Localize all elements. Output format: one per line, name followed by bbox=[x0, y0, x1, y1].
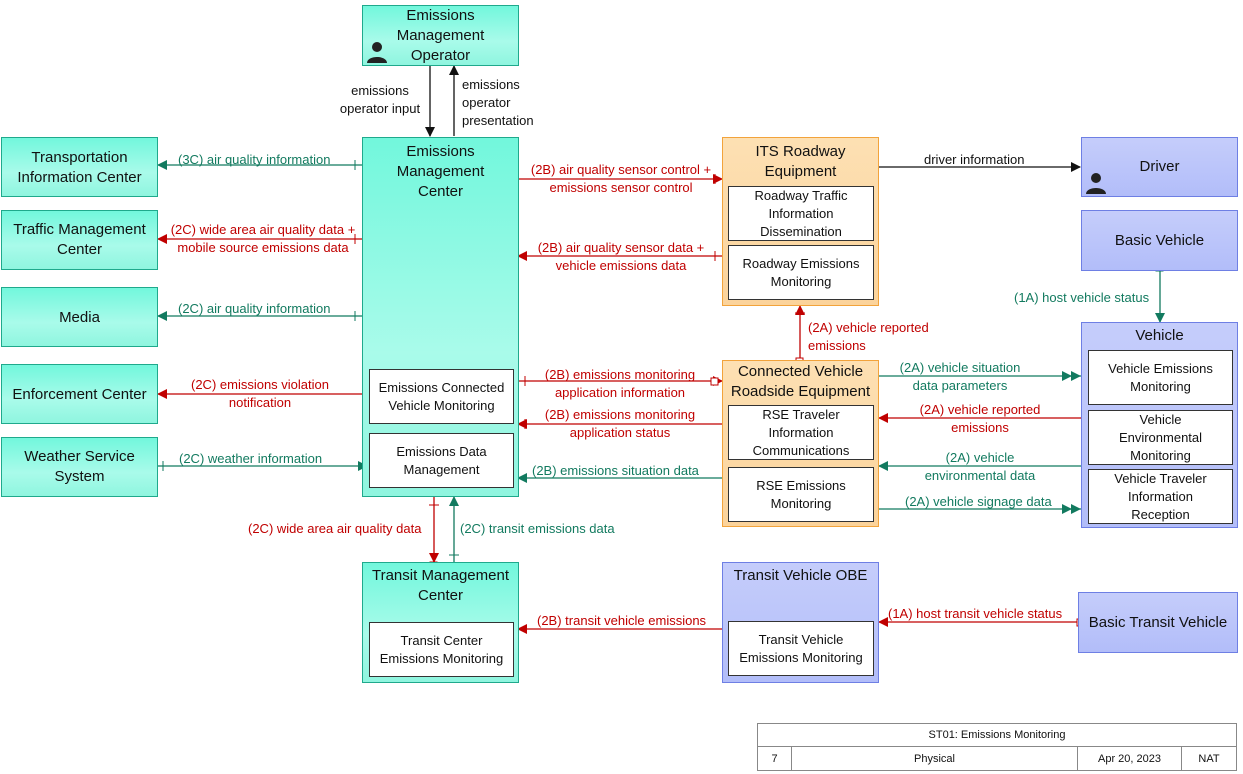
person-icon bbox=[367, 42, 387, 63]
flow-label-transit-vehicle-emissions: (2B) transit vehicle emissions bbox=[537, 613, 707, 628]
flow-label-signage: (2A) vehicle signage data bbox=[905, 494, 1052, 509]
flow-label-line: emissions bbox=[351, 83, 409, 98]
flow-label-line: emissions bbox=[462, 77, 520, 92]
emc-title: Emissions Management Center bbox=[396, 143, 485, 200]
driver-title: Driver bbox=[1139, 158, 1180, 175]
traffic-mc-title: Traffic Management Center bbox=[13, 221, 146, 258]
flow-label-transit-emissions: (2C) transit emissions data bbox=[460, 521, 615, 536]
emissions-operator-title: Emissions Management Operator bbox=[396, 7, 485, 64]
rse-emissions-monitoring[interactable]: RSE Emissions Monitoring bbox=[728, 467, 874, 522]
cv-rse-node[interactable]: Connected Vehicle Roadside Equipment RSE… bbox=[722, 360, 879, 527]
flow-label-line: notification bbox=[228, 395, 292, 410]
transit-center-emissions-monitoring[interactable]: Transit Center Emissions Monitoring bbox=[369, 622, 514, 677]
flow-label-line: (2C) emissions violation bbox=[191, 377, 329, 392]
flow-label-line: operator bbox=[462, 95, 511, 110]
transit-obe-node[interactable]: Transit Vehicle OBE Transit Vehicle Emis… bbox=[722, 562, 879, 683]
enforcement-node[interactable]: Enforcement Center bbox=[1, 364, 158, 424]
emc-node[interactable]: Emissions Management Center Emissions Co… bbox=[362, 137, 519, 497]
vehicle-node[interactable]: Vehicle Vehicle Emissions Monitoring Veh… bbox=[1081, 322, 1238, 528]
roadway-emissions-monitoring[interactable]: Roadway Emissions Monitoring bbox=[728, 245, 874, 300]
enforcement-title: Enforcement Center bbox=[12, 386, 147, 403]
title-block-number: 7 bbox=[758, 747, 792, 770]
title-block-title: ST01: Emissions Monitoring bbox=[758, 724, 1236, 747]
flow-label-monitoring-app-status: (2B) emissions monitoring application st… bbox=[524, 406, 716, 442]
flow-label-aqi-tic: (3C) air quality information bbox=[178, 152, 331, 167]
title-block-view: Physical bbox=[792, 747, 1078, 770]
flow-label-sensor-control: (2B) air quality sensor control + emissi… bbox=[521, 161, 721, 197]
flow-label-line: application information bbox=[554, 385, 686, 400]
transportation-ic-node[interactable]: Transportation Information Center bbox=[1, 137, 158, 197]
its-roadway-title: ITS Roadway Equipment bbox=[755, 143, 846, 180]
flow-label-line: (2A) vehicle reported bbox=[919, 402, 1041, 417]
flow-label-sensor-data: (2B) air quality sensor data + vehicle e… bbox=[521, 239, 721, 275]
flow-label-vehicle-reported: (2A) vehicle reported emissions bbox=[908, 401, 1052, 437]
flow-label-violation: (2C) emissions violation notification bbox=[180, 376, 340, 412]
transit-mc-title: Transit Management Center bbox=[371, 567, 509, 604]
weather-title: Weather Service System bbox=[24, 448, 135, 485]
flow-label-line: (2A) vehicle bbox=[945, 450, 1015, 465]
flow-label-weather: (2C) weather information bbox=[179, 451, 323, 466]
traffic-mc-node[interactable]: Traffic Management Center bbox=[1, 210, 158, 270]
flow-label-host-transit: (1A) host transit vehicle status bbox=[888, 606, 1063, 621]
flow-label-situation-params: (2A) vehicle situation data parameters bbox=[898, 359, 1022, 395]
transit-vehicle-emissions-monitoring[interactable]: Transit Vehicle Emissions Monitoring bbox=[728, 621, 874, 676]
flow-label-line: presentation bbox=[462, 113, 534, 128]
media-node[interactable]: Media bbox=[1, 287, 158, 347]
person-icon bbox=[1086, 173, 1106, 194]
vehicle-traveler-info-reception[interactable]: Vehicle Traveler Information Reception bbox=[1088, 469, 1233, 524]
flow-label-operator-input: emissions operator input bbox=[334, 82, 426, 118]
basic-vehicle-title: Basic Vehicle bbox=[1114, 232, 1205, 249]
cv-rse-title: Connected Vehicle Roadside Equipment bbox=[730, 363, 871, 400]
flow-label-line: emissions bbox=[808, 338, 866, 353]
flow-label-line: (2B) emissions monitoring bbox=[544, 407, 696, 422]
transit-mc-node[interactable]: Transit Management Center Transit Center… bbox=[362, 562, 519, 683]
emc-connected-vehicle-monitoring[interactable]: Emissions Connected Vehicle Monitoring bbox=[369, 369, 514, 424]
flow-label-wide-area: (2C) wide area air quality data bbox=[248, 521, 422, 536]
rse-traveler-info-communications[interactable]: RSE Traveler Information Communications bbox=[728, 405, 874, 460]
flow-label-line: (2A) vehicle reported bbox=[808, 320, 929, 335]
transit-obe-title: Transit Vehicle OBE bbox=[733, 567, 868, 584]
media-title: Media bbox=[59, 309, 100, 326]
basic-transit-node[interactable]: Basic Transit Vehicle bbox=[1078, 592, 1238, 653]
flow-label-line: (2B) emissions monitoring bbox=[544, 367, 696, 382]
flow-label-line: application status bbox=[569, 425, 671, 440]
flow-label-line: vehicle emissions data bbox=[555, 258, 687, 273]
emissions-operator-node[interactable]: Emissions Management Operator bbox=[362, 5, 519, 66]
flow-label-operator-presentation: emissions operator presentation bbox=[462, 76, 534, 130]
its-roadway-node[interactable]: ITS Roadway Equipment Roadway Traffic In… bbox=[722, 137, 879, 306]
vehicle-environmental-monitoring[interactable]: Vehicle Environmental Monitoring bbox=[1088, 410, 1233, 465]
flow-label-situation-data: (2B) emissions situation data bbox=[532, 463, 699, 478]
weather-node[interactable]: Weather Service System bbox=[1, 437, 158, 497]
flow-label-env-data: (2A) vehicle environmental data bbox=[914, 449, 1046, 485]
vehicle-title: Vehicle bbox=[1135, 327, 1184, 344]
driver-node[interactable]: Driver bbox=[1081, 137, 1238, 197]
roadway-traffic-info-dissemination[interactable]: Roadway Traffic Information Disseminatio… bbox=[728, 186, 874, 241]
flow-label-line: operator input bbox=[339, 101, 421, 116]
basic-vehicle-node[interactable]: Basic Vehicle bbox=[1081, 210, 1238, 271]
flow-label-rse-reported: (2A) vehicle reported emissions bbox=[808, 319, 929, 355]
flow-label-line: data parameters bbox=[912, 378, 1008, 393]
title-block-author: NAT bbox=[1198, 752, 1220, 765]
title-block-date: Apr 20, 2023 bbox=[1078, 747, 1182, 770]
flow-label-aqi-media: (2C) air quality information bbox=[178, 301, 331, 316]
flow-label-monitoring-app-info: (2B) emissions monitoring application in… bbox=[524, 366, 716, 402]
flow-label-line: environmental data bbox=[924, 468, 1036, 483]
flow-label-line: (2C) wide area air quality data + bbox=[170, 222, 356, 237]
flow-label-host-status: (1A) host vehicle status bbox=[1014, 290, 1150, 305]
title-block: ST01: Emissions Monitoring 7 Physical Ap… bbox=[757, 723, 1237, 771]
flow-label-line: (2A) vehicle situation bbox=[899, 360, 1021, 375]
flow-label-line: (2B) air quality sensor data + bbox=[537, 240, 705, 255]
transportation-ic-title: Transportation Information Center bbox=[17, 149, 142, 186]
flow-label-tmc-data: (2C) wide area air quality data + mobile… bbox=[156, 221, 370, 257]
flow-label-line: emissions sensor control bbox=[549, 180, 693, 195]
emc-data-management[interactable]: Emissions Data Management bbox=[369, 433, 514, 488]
flow-label-driver-info: driver information bbox=[924, 152, 1025, 167]
vehicle-emissions-monitoring[interactable]: Vehicle Emissions Monitoring bbox=[1088, 350, 1233, 405]
flow-label-line: (2B) air quality sensor control + bbox=[530, 162, 712, 177]
basic-transit-title: Basic Transit Vehicle bbox=[1088, 614, 1228, 631]
flow-label-line: mobile source emissions data bbox=[177, 240, 349, 255]
flow-label-line: emissions bbox=[951, 420, 1009, 435]
